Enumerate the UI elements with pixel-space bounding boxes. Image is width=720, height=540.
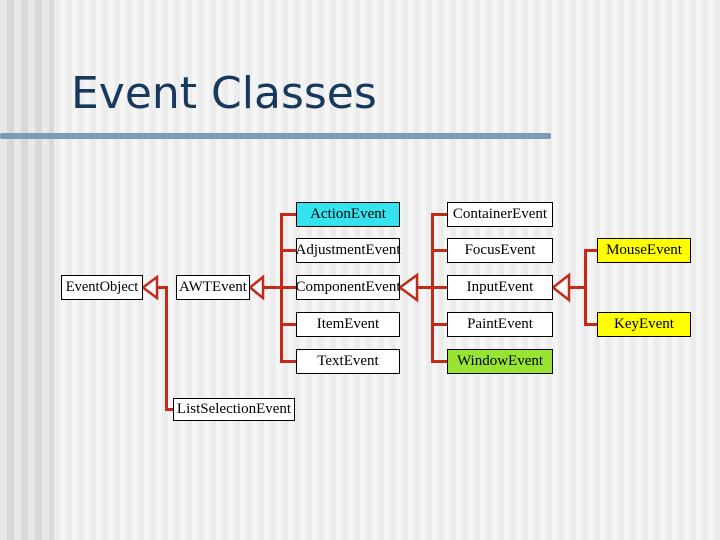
inheritance-arrow-componentevent [397, 272, 419, 303]
node-paint-event: PaintEvent [447, 312, 553, 337]
connector-trunk-mouse-key [584, 249, 597, 326]
connector-trunk-left-column [280, 213, 296, 363]
connector-trunk-right-column [431, 213, 447, 363]
inheritance-arrow-awtevent [248, 274, 265, 301]
node-component-event: ComponentEvent [296, 275, 401, 300]
node-action-event: ActionEvent [296, 202, 400, 227]
node-awt-event: AWTEvent [176, 275, 250, 300]
node-text-event: TextEvent [296, 349, 400, 374]
connector-eventobject-to-listselection [156, 286, 173, 411]
node-window-event: WindowEvent [447, 349, 553, 374]
node-key-event: KeyEvent [597, 312, 691, 337]
node-focus-event: FocusEvent [447, 238, 553, 263]
left-stripe-band [0, 0, 54, 540]
slide-title: Event Classes [71, 68, 377, 119]
node-container-event: ContainerEvent [447, 202, 553, 227]
title-underline [0, 133, 551, 139]
node-item-event: ItemEvent [296, 312, 400, 337]
inheritance-arrow-inputevent [550, 272, 571, 303]
node-list-selection-event: ListSelectionEvent [173, 398, 295, 421]
node-event-object: EventObject [61, 275, 143, 300]
node-input-event: InputEvent [447, 275, 553, 300]
inheritance-arrow-eventobject [140, 274, 159, 301]
node-adjustment-event: AdjustmentEvent [296, 238, 401, 263]
node-mouse-event: MouseEvent [597, 238, 691, 263]
